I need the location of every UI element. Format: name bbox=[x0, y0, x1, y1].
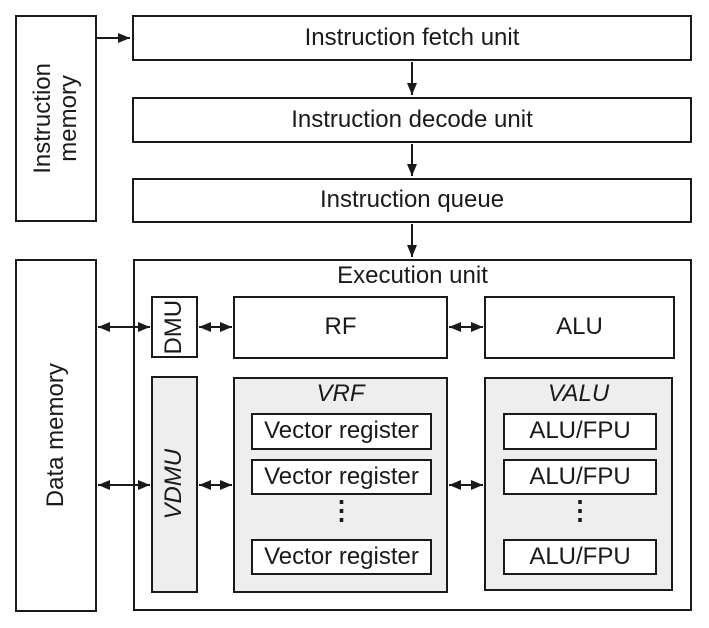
instruction-memory-label: Instruction memory bbox=[28, 63, 82, 174]
vector-register-label-2: Vector register bbox=[264, 462, 419, 490]
alu-label: ALU bbox=[556, 313, 603, 341]
vector-register-box-3: Vector register bbox=[251, 539, 432, 575]
rf-label: RF bbox=[324, 313, 357, 341]
valu-title: VALU bbox=[547, 380, 610, 407]
alu-box: ALU bbox=[484, 296, 675, 359]
instruction-queue-box: Instruction queue bbox=[132, 178, 692, 223]
vector-register-box-2: Vector register bbox=[251, 459, 432, 495]
valu-ellipsis: ⋮ bbox=[567, 495, 593, 525]
data-memory-box: Data memory bbox=[15, 259, 97, 612]
instruction-queue-label: Instruction queue bbox=[319, 186, 505, 214]
rf-box: RF bbox=[233, 296, 448, 359]
alu-fpu-box-3: ALU/FPU bbox=[503, 539, 657, 575]
instruction-decode-unit-box: Instruction decode unit bbox=[132, 97, 692, 143]
data-memory-label: Data memory bbox=[41, 363, 69, 508]
instruction-memory-box: Instruction memory bbox=[15, 15, 97, 222]
instruction-fetch-unit-label: Instruction fetch unit bbox=[304, 23, 520, 51]
instruction-fetch-unit-box: Instruction fetch unit bbox=[132, 15, 692, 61]
vector-register-label-1: Vector register bbox=[264, 417, 419, 445]
vector-register-label-3: Vector register bbox=[264, 542, 419, 570]
alu-fpu-label-3: ALU/FPU bbox=[529, 542, 631, 570]
vdmu-label: VDMU bbox=[160, 449, 188, 520]
vrf-title: VRF bbox=[316, 380, 365, 407]
instruction-decode-unit-label: Instruction decode unit bbox=[291, 105, 533, 133]
alu-fpu-label-2: ALU/FPU bbox=[529, 462, 631, 490]
vrf-ellipsis: ⋮ bbox=[328, 495, 355, 525]
vector-register-box-1: Vector register bbox=[251, 413, 432, 450]
alu-fpu-box-1: ALU/FPU bbox=[503, 413, 657, 450]
dmu-box: DMU bbox=[151, 296, 198, 358]
dmu-label: DMU bbox=[160, 299, 188, 355]
alu-fpu-box-2: ALU/FPU bbox=[503, 459, 657, 495]
vdmu-box: VDMU bbox=[151, 376, 198, 593]
execution-unit-title: Execution unit bbox=[337, 262, 488, 289]
alu-fpu-label-1: ALU/FPU bbox=[529, 417, 631, 445]
